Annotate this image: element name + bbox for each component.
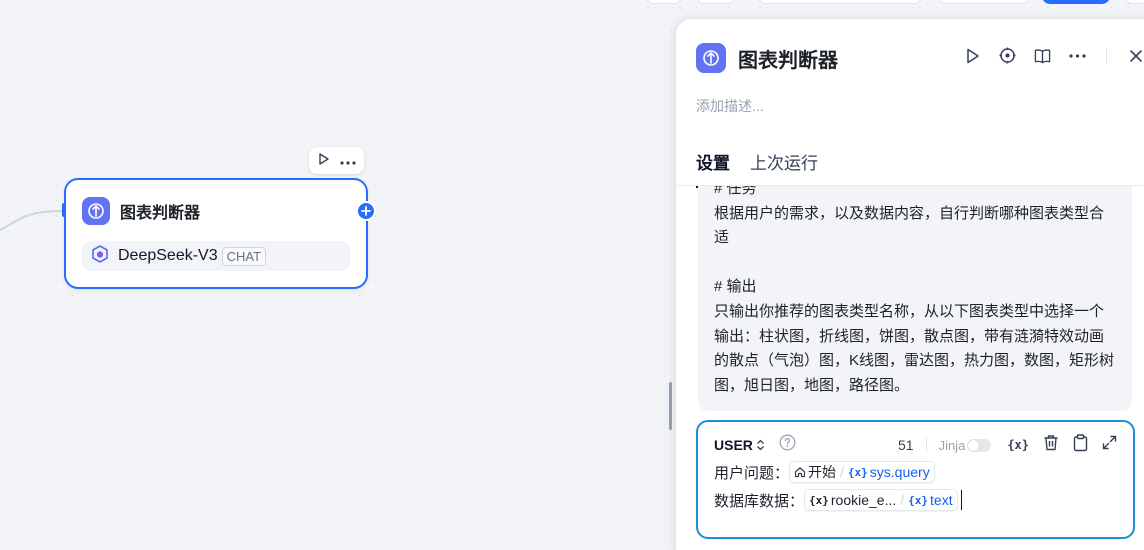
variable-icon: {x}	[847, 465, 868, 479]
node-config-panel: 图表判断器 添加描述... 设置 上次运行 # 任务 根据用户的需求，以及数据内…	[675, 18, 1144, 550]
jinja-toggle[interactable]: Jinja	[939, 438, 992, 453]
model-selector[interactable]: DeepSeek-V3 CHAT	[82, 241, 350, 271]
system-prompt-text[interactable]: # 任务 根据用户的需求，以及数据内容，自行判断哪种图表类型合适 # 输出 只输…	[714, 186, 1115, 394]
chip-node-name: rookie_e...	[830, 492, 897, 508]
chevron-updown-icon	[756, 439, 764, 451]
model-name: DeepSeek-V3	[118, 247, 218, 264]
docs-book-icon[interactable]	[1034, 47, 1051, 64]
char-count: 51	[897, 437, 914, 453]
chip-node-name: 开始	[808, 464, 837, 480]
jinja-switch[interactable]	[967, 438, 992, 452]
copy-icon[interactable]	[1073, 433, 1088, 457]
variable-chip-text[interactable]: {x} rookie_e... / {x} text	[804, 489, 958, 511]
toolbar-button[interactable]	[696, 0, 736, 4]
llm-node-icon	[82, 197, 110, 225]
tab-settings[interactable]: 设置	[696, 149, 730, 188]
model-mode-badge: CHAT	[221, 246, 267, 266]
more-icon[interactable]	[339, 152, 356, 170]
panel-title[interactable]: 图表判断器	[738, 49, 838, 72]
node-toolbar	[309, 147, 364, 174]
home-icon	[794, 467, 806, 478]
role-selector[interactable]: USER	[714, 437, 765, 453]
close-icon[interactable]	[1127, 47, 1144, 64]
user-message-editor[interactable]: USER 51 Jinja {x}	[696, 420, 1135, 539]
database-data-label: 数据库数据：	[714, 492, 805, 510]
text-cursor	[960, 490, 962, 510]
chip-variable-name: text	[930, 492, 953, 508]
publish-button[interactable]	[1042, 0, 1110, 4]
user-message-line[interactable]: 数据库数据： {x} rookie_e... / {x} text	[714, 489, 962, 511]
node-title: 图表判断器	[120, 205, 201, 222]
chip-separator: /	[900, 492, 905, 508]
help-icon[interactable]	[779, 434, 796, 456]
toolbar-button[interactable]	[1124, 0, 1144, 4]
role-label: USER	[714, 437, 753, 453]
divider	[1106, 47, 1107, 64]
panel-resize-handle[interactable]	[669, 382, 672, 430]
expand-icon[interactable]	[1102, 435, 1117, 455]
locate-icon[interactable]	[999, 47, 1016, 64]
variable-icon: {x}	[908, 493, 929, 507]
tab-last-run[interactable]: 上次运行	[750, 154, 818, 173]
panel-node-icon	[696, 43, 726, 73]
toolbar-button[interactable]	[938, 0, 1030, 4]
more-options-icon[interactable]	[1069, 47, 1086, 64]
toolbar-button[interactable]	[646, 0, 682, 4]
tabs-divider	[676, 185, 1144, 186]
add-next-node-button[interactable]	[356, 201, 376, 221]
description-input[interactable]: 添加描述...	[696, 98, 764, 114]
delete-icon[interactable]	[1043, 434, 1059, 456]
panel-tabs: 设置 上次运行	[696, 149, 818, 188]
run-step-icon[interactable]	[964, 47, 981, 64]
run-node-icon[interactable]	[318, 152, 330, 170]
variable-icon: {x}	[809, 493, 829, 507]
divider	[925, 438, 927, 452]
connection-edge	[0, 210, 65, 231]
user-question-label: 用户问题：	[714, 464, 790, 482]
system-prompt-editor[interactable]: # 任务 根据用户的需求，以及数据内容，自行判断哪种图表类型合适 # 输出 只输…	[698, 186, 1132, 411]
chip-separator: /	[840, 464, 844, 480]
variable-chip-sys-query[interactable]: 开始 / {x} sys.query	[789, 461, 935, 483]
llm-node[interactable]: 图表判断器 DeepSeek-V3 CHAT	[64, 178, 368, 289]
toolbar-button[interactable]	[758, 0, 922, 4]
jinja-label: Jinja	[938, 437, 966, 453]
deepseek-logo-icon	[90, 244, 110, 269]
insert-variable-icon[interactable]: {x}	[1007, 438, 1029, 452]
user-message-line[interactable]: 用户问题： 开始 / {x} sys.query	[714, 461, 935, 483]
chip-variable-name: sys.query	[869, 464, 930, 480]
